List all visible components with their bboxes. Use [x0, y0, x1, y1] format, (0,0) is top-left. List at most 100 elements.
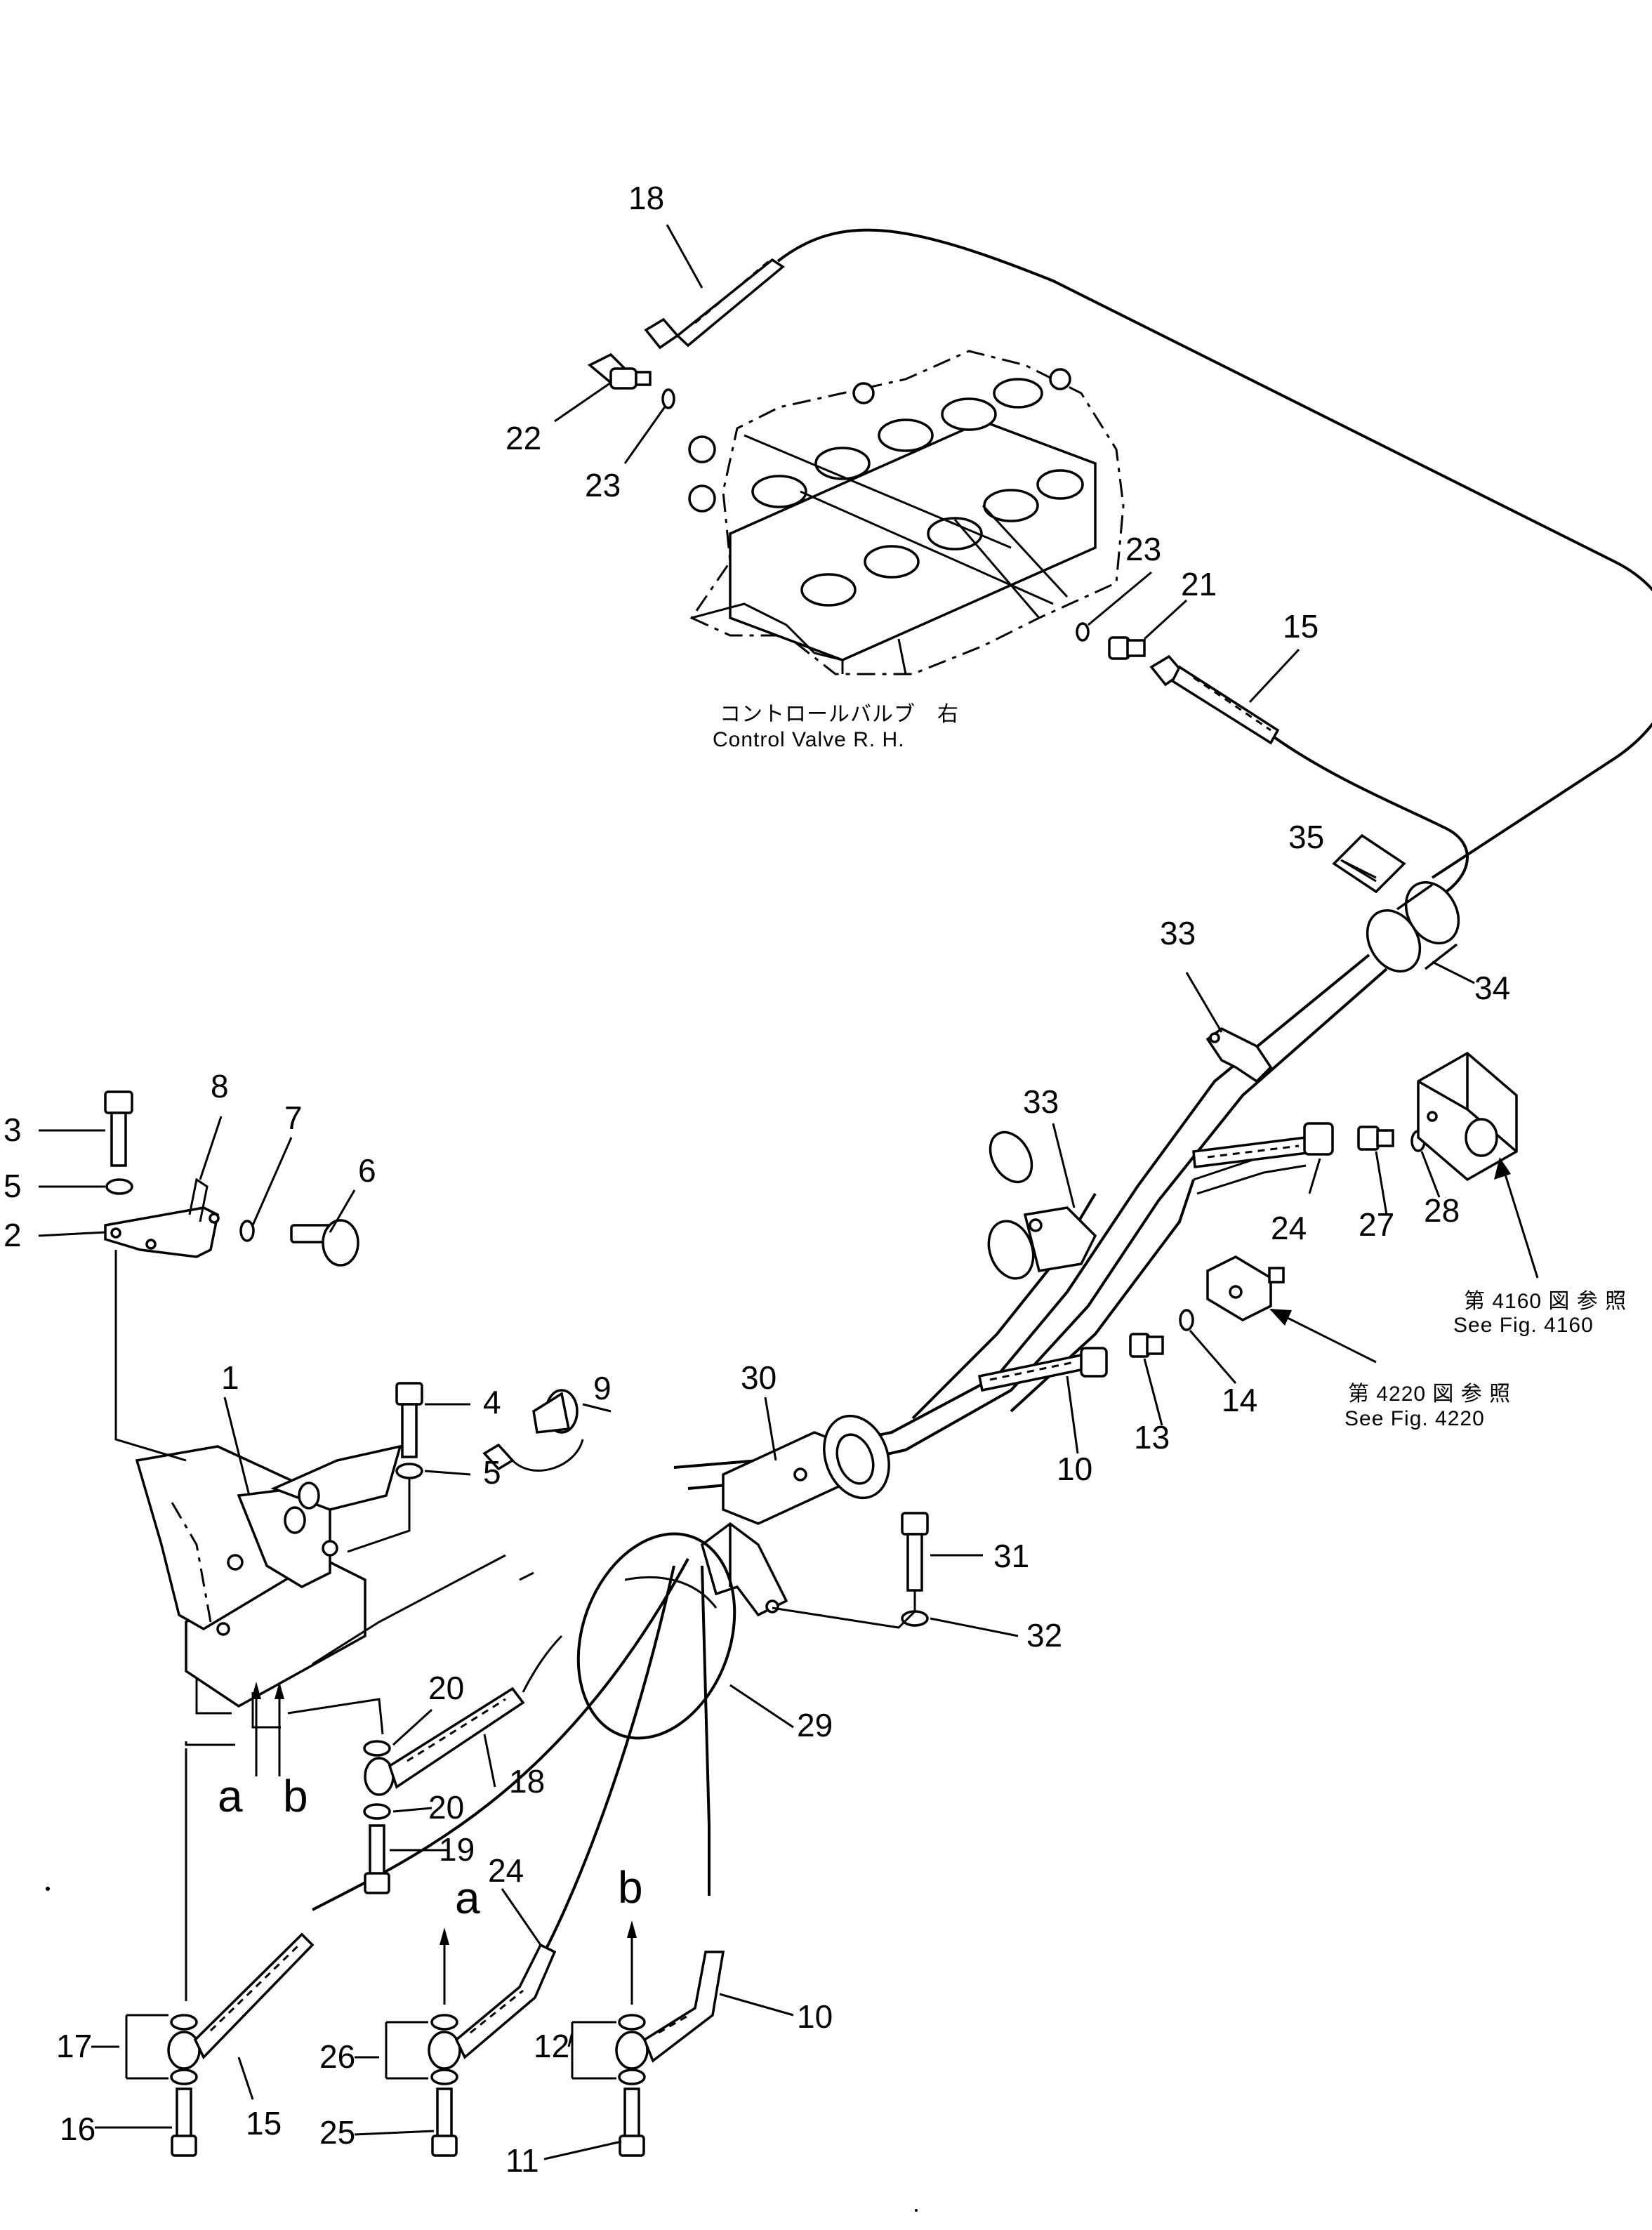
bolt-31-leader	[772, 1590, 916, 1629]
callout-10-upper: 10	[1057, 1451, 1092, 1487]
bolt-19	[364, 1824, 390, 1894]
bracket-2	[104, 1206, 220, 1258]
callout-15-top: 15	[1283, 608, 1319, 645]
callout-20-lower: 20	[428, 1789, 464, 1826]
hose-10-lower	[615, 1951, 725, 2070]
callout-30: 30	[741, 1359, 777, 1396]
washer-17-top	[170, 2014, 198, 2031]
callout-34: 34	[1474, 970, 1510, 1006]
pin-6	[290, 1219, 359, 1267]
washer-32	[901, 1610, 929, 1627]
port-a-top: a	[218, 1771, 243, 1821]
callout-17: 17	[56, 2028, 92, 2064]
callout-31: 31	[993, 1538, 1029, 1574]
bolt-11	[619, 2087, 645, 2157]
valve-block-4220	[1206, 1255, 1285, 1321]
control-valve-caption-en: Control Valve R. H.	[713, 728, 905, 751]
washer-12-bottom	[618, 2069, 646, 2085]
hose-24-lower	[428, 1943, 557, 2070]
callout-23-top: 23	[585, 467, 621, 503]
ref-4220-en: See Fig. 4220	[1344, 1407, 1485, 1430]
bolt-16	[171, 2087, 197, 2157]
solenoid-9	[482, 1389, 584, 1472]
pedal-assembly-1	[135, 1444, 402, 1729]
bolt-25	[431, 2087, 458, 2157]
callout-15-lower: 15	[246, 2105, 282, 2142]
callout-19: 19	[439, 1831, 475, 1868]
grommet-plate-30	[722, 1414, 890, 1525]
callout-18-top: 18	[628, 180, 664, 216]
hose-15-lower	[167, 1932, 315, 2070]
adapter-27	[1357, 1126, 1394, 1151]
ref-4160-en: See Fig. 4160	[1453, 1314, 1594, 1337]
hose-15-top	[1149, 654, 1469, 893]
hose-18-lower-route	[522, 1635, 563, 1693]
washer-20-upper	[363, 1740, 391, 1757]
callout-1: 1	[221, 1359, 239, 1396]
callout-6: 6	[358, 1152, 376, 1189]
callout-18-lower: 18	[509, 1763, 545, 1800]
callout-8: 8	[211, 1068, 229, 1104]
bolt-4	[395, 1382, 423, 1458]
leader-arrow-4220	[1269, 1309, 1377, 1364]
callout-26: 26	[319, 2038, 355, 2075]
washer-7	[239, 1220, 255, 1242]
washer-5-top	[105, 1178, 133, 1195]
clamp-33-lower	[987, 1130, 1097, 1280]
washer-17-bottom	[170, 2069, 198, 2085]
port-arrows-top	[251, 1682, 284, 1776]
adapter-13	[1129, 1333, 1164, 1358]
callout-20-upper: 20	[428, 1670, 464, 1706]
hose-18-lower	[364, 1687, 525, 1796]
control-valve-caption-jp: コントロールバルブ 右	[720, 703, 959, 726]
callout-21: 21	[1181, 566, 1217, 602]
callout-2: 2	[4, 1217, 22, 1253]
grommet-34	[1332, 833, 1460, 973]
control-valve: コントロールバルブ 右 Control Valve R. H.	[688, 350, 1125, 751]
washer-5-right	[395, 1463, 423, 1479]
ref-4160-jp: 第 4160 図 参 照	[1464, 1290, 1627, 1313]
o-ring-23-top	[661, 388, 675, 409]
callout-35: 35	[1288, 819, 1324, 855]
elbow-fitting-22	[587, 352, 652, 390]
callout-25: 25	[319, 2114, 355, 2151]
port-b-top: b	[283, 1771, 308, 1821]
hose-10-upper	[977, 1347, 1108, 1392]
callout-numbers: 18 22 23 23 21 15 35 34 33 33 24 27 28 1…	[4, 180, 1510, 2179]
callout-27: 27	[1359, 1206, 1394, 1243]
ref-4220-jp: 第 4220 図 参 照	[1348, 1383, 1511, 1406]
callout-3: 3	[4, 1111, 22, 1148]
fitting-21	[1108, 636, 1146, 660]
callout-33-upper: 33	[1160, 915, 1196, 951]
bolt-4-leader	[347, 1478, 411, 1553]
pedal-port-lines	[185, 1554, 506, 1746]
o-ring-14	[1179, 1309, 1194, 1331]
callout-28: 28	[1424, 1192, 1460, 1229]
callout-5-right: 5	[483, 1454, 501, 1491]
callout-14: 14	[1222, 1382, 1257, 1418]
bolt-3	[104, 1090, 133, 1167]
callout-10-lower: 10	[797, 1998, 833, 2035]
callout-24-lower: 24	[488, 1852, 524, 1889]
port-b-bottom-arrow	[627, 1920, 637, 2005]
callout-16: 16	[60, 2111, 95, 2147]
callout-29: 29	[797, 1707, 833, 1743]
o-ring-23-right	[1076, 622, 1090, 642]
callout-23-right: 23	[1125, 531, 1161, 567]
callout-12: 12	[534, 2028, 569, 2064]
washer-26-top	[430, 2014, 458, 2031]
callout-22: 22	[505, 420, 541, 456]
hose-18-top	[644, 228, 1652, 879]
washer-26-bottom	[430, 2069, 458, 2085]
callout-7: 7	[284, 1100, 303, 1136]
washer-12-top	[618, 2014, 646, 2031]
hose-routes	[312, 1558, 711, 1974]
valve-block-4160	[1417, 1051, 1518, 1182]
stray-mark-left	[46, 1887, 50, 1891]
port-a-bottom-arrow	[440, 1927, 449, 2005]
callout-9: 9	[593, 1370, 612, 1406]
callout-24-upper: 24	[1271, 1210, 1307, 1246]
callout-32: 32	[1026, 1617, 1062, 1654]
port-a-bottom: a	[455, 1873, 480, 1923]
